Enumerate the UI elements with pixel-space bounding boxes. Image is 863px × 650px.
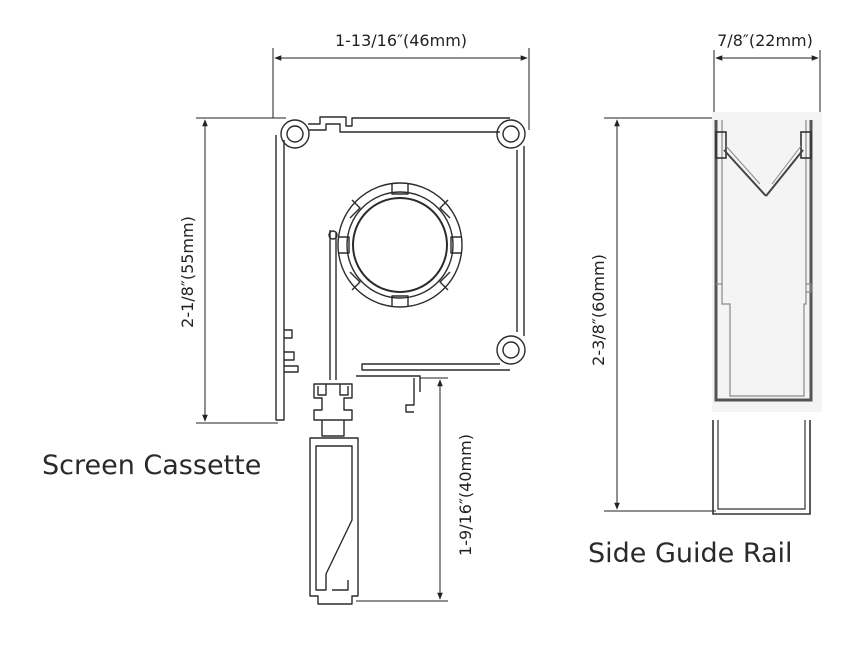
cassette-height-dimension: 2-1/8″(55mm) [178, 117, 286, 424]
side-guide-rail-drawing: 7/8″(22mm) 2-3/8″(60mm) [588, 31, 822, 569]
roller-tube [337, 182, 463, 308]
rail-width-dimension: 7/8″(22mm) [713, 31, 821, 118]
bottom-bar-profile [309, 383, 359, 605]
bottom-bar-dimension: 1-9/16″(40mm) [356, 377, 475, 602]
rail-height-label: 2-3/8″(60mm) [589, 254, 608, 366]
bottom-bar-label: 1-9/16″(40mm) [456, 434, 475, 556]
rail-caption: Side Guide Rail [588, 538, 793, 569]
cassette-profile [275, 116, 526, 421]
rail-height-dimension: 2-3/8″(60mm) [589, 117, 716, 512]
cassette-width-dimension: 1-13/16″(46mm) [272, 31, 530, 130]
screen-cassette-drawing: 1-13/16″(46mm) 2-1/8″(55mm) [42, 31, 530, 605]
cassette-width-label: 1-13/16″(46mm) [335, 31, 467, 50]
rail-lower-channel [712, 420, 811, 515]
cassette-caption: Screen Cassette [42, 450, 261, 481]
cassette-height-label: 2-1/8″(55mm) [178, 216, 197, 328]
rail-width-label: 7/8″(22mm) [717, 31, 813, 50]
rail-upper-profile [712, 112, 822, 412]
